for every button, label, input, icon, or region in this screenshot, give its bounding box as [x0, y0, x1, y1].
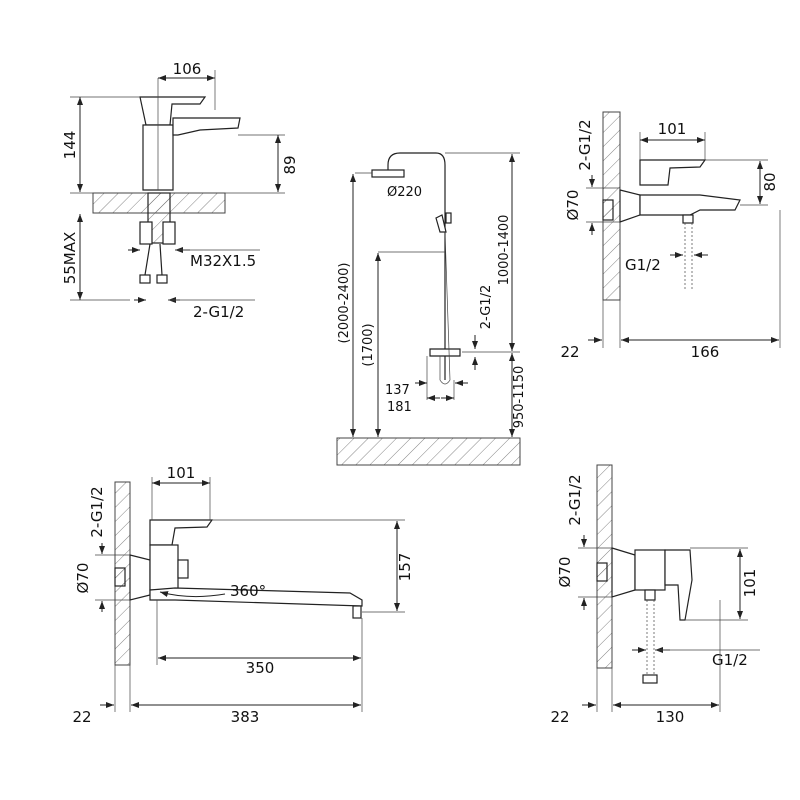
thread-label: M32X1.5	[190, 252, 256, 270]
shower-connection-label: 2-G1/2	[566, 474, 584, 525]
bath-dim-depth: 166	[691, 343, 720, 361]
mixer-lever	[664, 549, 693, 621]
bath-dim-wall-offset: 22	[560, 343, 579, 361]
long-spout-mixer-drawing: 101 2-G1/2 157 Ø70 360° 350 22 383	[72, 464, 414, 726]
hand-shower	[435, 214, 447, 233]
bath-dim-width: 101	[658, 120, 687, 138]
bath-mixer-unit	[429, 348, 461, 357]
shower-connection-label: 2-G1/2	[479, 285, 494, 329]
bath-dim-height: 80	[761, 172, 779, 191]
shower-dim-depth: 130	[656, 708, 685, 726]
dim-137: 137	[385, 383, 410, 398]
long-spout	[149, 587, 363, 607]
mixer-handle	[149, 519, 214, 546]
shower-hose-label: G1/2	[712, 651, 748, 669]
shower-head	[371, 169, 405, 178]
mixer-handle	[639, 159, 707, 186]
dim-total-height: (2000-2400)	[337, 262, 352, 343]
dim-max-thickness: 55MAX	[61, 232, 79, 285]
shower-dim-wall-offset: 22	[550, 708, 569, 726]
long-dim-spout-length: 350	[246, 659, 275, 677]
long-dim-wall-offset: 22	[72, 708, 91, 726]
basin-mixer-drawing: 106 144 89 55MAX M32X1.5 2-G1/2	[61, 60, 299, 321]
bath-dim-escutcheon: Ø70	[564, 190, 582, 221]
dim-head-diameter: Ø220	[387, 185, 422, 200]
dim-column-length: 1000-1400	[497, 215, 512, 286]
rotation-label: 360°	[230, 582, 266, 600]
dim-spout-height: 89	[281, 155, 299, 174]
dim-mixer-height: 950-1150	[512, 366, 527, 429]
bath-hose-label: G1/2	[625, 256, 661, 274]
dim-width: 106	[173, 60, 202, 78]
dim-holder-height: (1700)	[361, 323, 376, 366]
floor	[336, 437, 521, 466]
spout	[172, 117, 241, 136]
dim-height: 144	[61, 131, 79, 160]
dim-181: 181	[387, 400, 412, 415]
bath-mixer-drawing: 101 80 2-G1/2 Ø70 G1/2 22 166	[560, 111, 781, 361]
long-dim-height: 157	[396, 553, 414, 582]
long-dim-total-depth: 383	[231, 708, 260, 726]
long-dim-escutcheon: Ø70	[74, 563, 92, 594]
shower-dim-escutcheon: Ø70	[556, 557, 574, 588]
bath-connection-label: 2-G1/2	[576, 119, 594, 170]
long-connection-label: 2-G1/2	[88, 486, 106, 537]
shower-mixer-drawing: 2-G1/2 Ø70 101 G1/2 22 130	[550, 464, 760, 726]
bath-spout	[639, 194, 741, 216]
connection-label: 2-G1/2	[193, 303, 244, 321]
shower-column-drawing: (2000-2400) (1700) 1000-1400 950-1150 2-…	[336, 152, 527, 466]
long-dim-width: 101	[167, 464, 196, 482]
shower-dim-height: 101	[741, 569, 759, 598]
